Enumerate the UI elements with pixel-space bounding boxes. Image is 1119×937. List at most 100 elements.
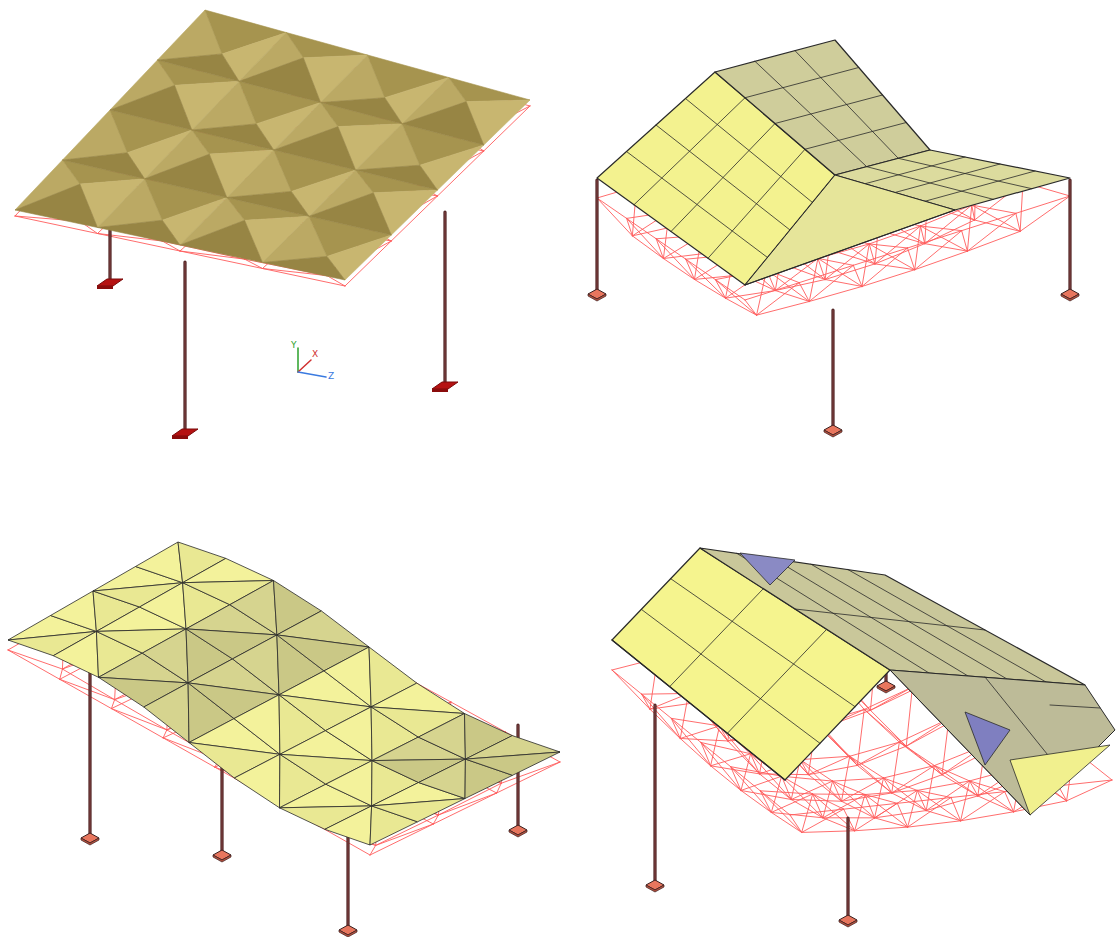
- lattice-diagonal: [884, 778, 892, 793]
- roof-face: [110, 85, 192, 130]
- lattice-diagonal: [915, 226, 921, 270]
- lattice-diagonal: [701, 743, 711, 766]
- lattice-diagonal: [731, 767, 741, 791]
- lattice-diagonal: [1020, 196, 1070, 231]
- panel-grid-line: [890, 670, 1030, 815]
- column: [443, 212, 446, 386]
- lattice-diagonal: [686, 259, 695, 279]
- column-highlight: [222, 760, 223, 855]
- roof-face: [234, 754, 280, 808]
- lattice-diagonal: [813, 794, 823, 818]
- footing-side: [339, 930, 357, 937]
- lattice-chord: [841, 793, 891, 801]
- lattice-chord: [961, 812, 1014, 821]
- lattice-diagonal: [60, 669, 63, 679]
- lattice-chord: [926, 796, 978, 811]
- lattice-diagonal: [884, 778, 927, 811]
- lattice-chord: [875, 818, 908, 827]
- lattice-chord: [850, 742, 900, 756]
- roof-face: [233, 635, 280, 695]
- axis-letter: Z: [328, 371, 334, 381]
- lattice-diagonal: [897, 803, 907, 827]
- lattice-chord: [978, 796, 1014, 812]
- footing-side: [839, 920, 857, 927]
- lattice-diagonal: [642, 694, 681, 738]
- lattice-chord: [972, 205, 1016, 213]
- footing-side: [172, 436, 188, 439]
- lattice-chord: [771, 812, 801, 832]
- column-highlight: [655, 705, 656, 885]
- roof-face: [158, 54, 240, 81]
- roof-face: [239, 58, 321, 103]
- footing-side: [213, 855, 231, 862]
- lattice-diagonal: [951, 798, 961, 821]
- lattice-diagonal: [800, 760, 841, 802]
- column-highlight: [185, 262, 186, 433]
- lattice-chord: [835, 252, 875, 264]
- lattice-diagonal: [961, 792, 1005, 821]
- lattice-diagonal: [745, 300, 757, 315]
- lattice-chord: [875, 811, 927, 818]
- lattice-diagonal: [656, 239, 663, 259]
- lattice-diagonal: [850, 756, 892, 793]
- roof-face: [140, 583, 187, 629]
- column: [108, 230, 111, 283]
- panel-grid-line: [671, 124, 775, 232]
- roof-face: [53, 631, 98, 677]
- lattice-chord: [808, 775, 841, 802]
- panel-grid-line: [1050, 705, 1100, 708]
- roof-face: [192, 124, 274, 150]
- column-highlight: [1070, 180, 1071, 294]
- lattice-diagonal: [970, 781, 978, 796]
- lattice-chord: [823, 818, 855, 831]
- lattice-chord: [663, 259, 694, 280]
- column-highlight: [445, 212, 446, 386]
- roof-panel: [715, 40, 930, 175]
- roof-panel: [1010, 745, 1110, 815]
- panel-grid-line: [805, 123, 906, 150]
- lattice-chord: [825, 264, 875, 280]
- column: [1068, 180, 1071, 294]
- lattice-chord: [597, 198, 627, 218]
- lattice-diagonal: [833, 781, 842, 801]
- roof-face: [449, 78, 530, 102]
- lattice-diagonal: [715, 280, 725, 299]
- lattice-diagonal: [612, 670, 650, 709]
- lattice-diagonal: [1016, 213, 1020, 231]
- lattice-diagonal: [782, 776, 792, 799]
- lattice-chord: [791, 800, 841, 802]
- lattice-diagonal: [597, 198, 632, 236]
- column: [220, 760, 223, 855]
- roof-face: [263, 256, 346, 280]
- lattice-diagonal: [823, 781, 833, 818]
- roof-face-highlight: [740, 553, 795, 585]
- lattice-chord: [865, 795, 897, 804]
- lattice-chord: [926, 811, 960, 821]
- lattice-chord: [855, 827, 908, 831]
- roof-face: [309, 193, 391, 235]
- lattice-chord: [857, 746, 906, 765]
- panel-grid-line: [670, 589, 764, 687]
- lattice-diagonal: [865, 795, 908, 828]
- footing: [97, 279, 123, 286]
- footing: [172, 429, 198, 436]
- lattice-diagonal: [671, 718, 680, 738]
- lattice-diagonal: [906, 687, 912, 746]
- roof-face: [402, 102, 484, 145]
- footing-side: [824, 430, 842, 437]
- lattice-diagonal: [790, 815, 802, 832]
- lattice-diagonal: [791, 781, 832, 799]
- lattice-chord: [680, 738, 710, 765]
- lattice-chord: [711, 766, 741, 791]
- footing-side: [432, 389, 448, 392]
- roof-face: [183, 558, 274, 582]
- lattice-chord: [809, 286, 862, 301]
- column: [183, 262, 186, 433]
- roof-face: [372, 799, 465, 822]
- lattice-diagonal: [926, 766, 934, 811]
- panel-grid-line: [641, 609, 820, 743]
- lattice-chord: [715, 280, 745, 300]
- roof-edge: [745, 210, 955, 285]
- lattice-diagonal: [920, 226, 924, 244]
